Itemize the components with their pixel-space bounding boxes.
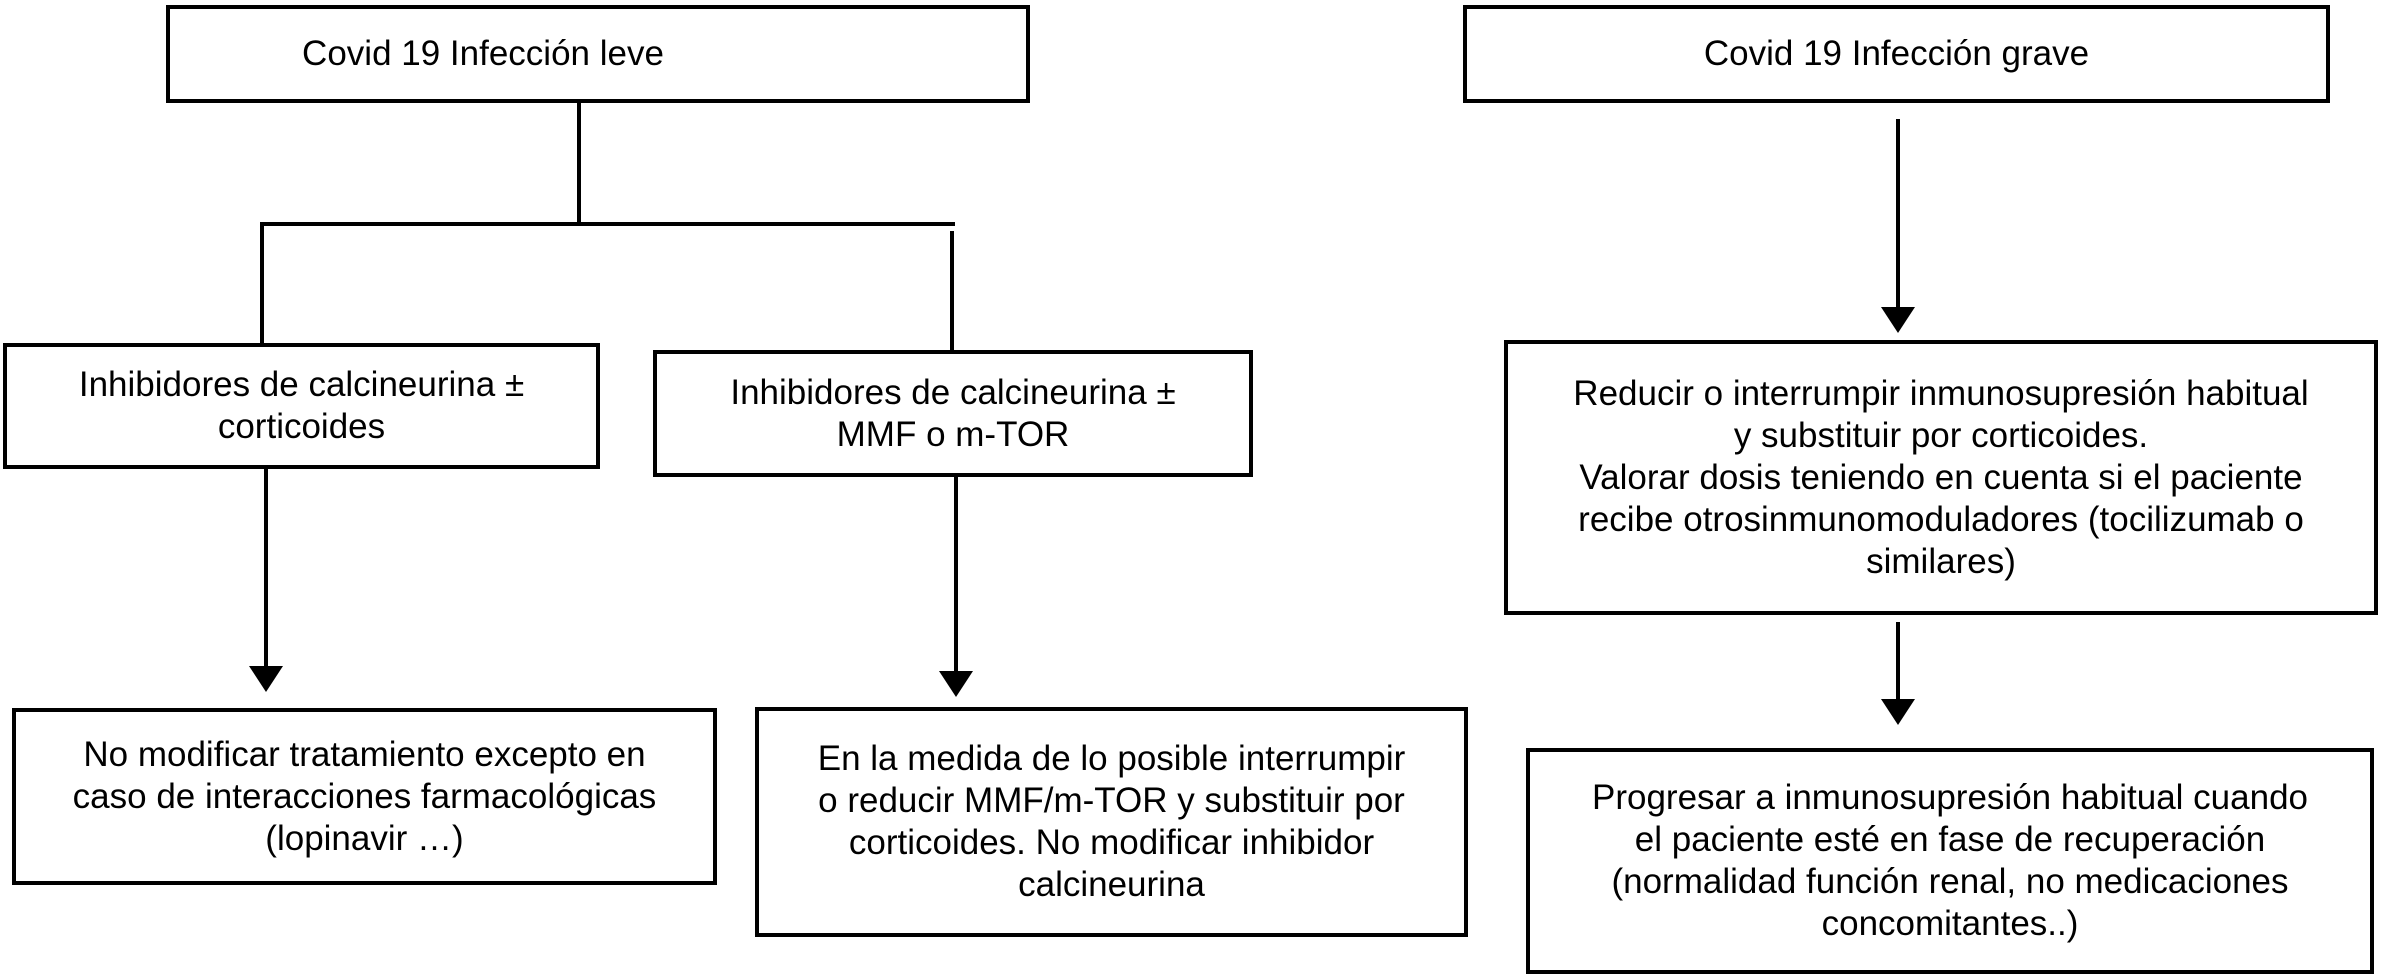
connector-leve-stem <box>577 103 581 226</box>
node-inhibidores-calcineurina-corticoides: Inhibidores de calcineurina ± corticoide… <box>3 343 600 469</box>
connector-leve-crossbar <box>260 222 955 226</box>
node-reducir-inmunosupresion-label: Reducir o interrumpir inmunosupresión ha… <box>1573 373 2309 581</box>
node-inhibidores-calcineurina-mmf-mtor: Inhibidores de calcineurina ± MMF o m-TO… <box>653 350 1253 477</box>
node-inhibidores-calcineurina-mmf-mtor-label: Inhibidores de calcineurina ± MMF o m-TO… <box>730 372 1176 454</box>
node-reducir-inmunosupresion: Reducir o interrumpir inmunosupresión ha… <box>1504 340 2378 615</box>
node-covid-infeccion-grave: Covid 19 Infección grave <box>1463 5 2330 103</box>
node-inhibidores-calcineurina-corticoides-label: Inhibidores de calcineurina ± corticoide… <box>78 365 525 446</box>
node-covid-infeccion-leve-label: Covid 19 Infección leve <box>302 34 664 73</box>
arrow-grave-head <box>1881 307 1915 333</box>
node-no-modificar-tratamiento: No modificar tratamiento excepto en caso… <box>12 708 717 885</box>
arrow-grave-shaft <box>1896 119 1900 307</box>
arrow-cni-cort-shaft <box>264 469 268 666</box>
node-progresar-inmunosupresion: Progresar a inmunosupresión habitual cua… <box>1526 748 2374 974</box>
node-interrumpir-reducir-mmf-label: En la medida de lo posible interrumpir o… <box>817 739 1406 904</box>
node-covid-infeccion-leve: Covid 19 Infección leve <box>166 5 1030 103</box>
connector-leve-left-drop <box>260 222 264 343</box>
arrow-cni-mmf-head <box>939 671 973 697</box>
arrow-cni-cort-head <box>249 666 283 692</box>
arrow-reducir-head <box>1881 699 1915 725</box>
node-covid-infeccion-grave-label: Covid 19 Infección grave <box>1703 34 2090 73</box>
connector-leve-right-drop <box>950 231 954 350</box>
node-interrumpir-reducir-mmf: En la medida de lo posible interrumpir o… <box>755 707 1468 937</box>
arrow-reducir-shaft <box>1896 622 1900 699</box>
arrow-cni-mmf-shaft <box>954 477 958 671</box>
node-progresar-inmunosupresion-label: Progresar a inmunosupresión habitual cua… <box>1591 778 2308 943</box>
node-no-modificar-tratamiento-label: No modificar tratamiento excepto en caso… <box>72 734 657 858</box>
